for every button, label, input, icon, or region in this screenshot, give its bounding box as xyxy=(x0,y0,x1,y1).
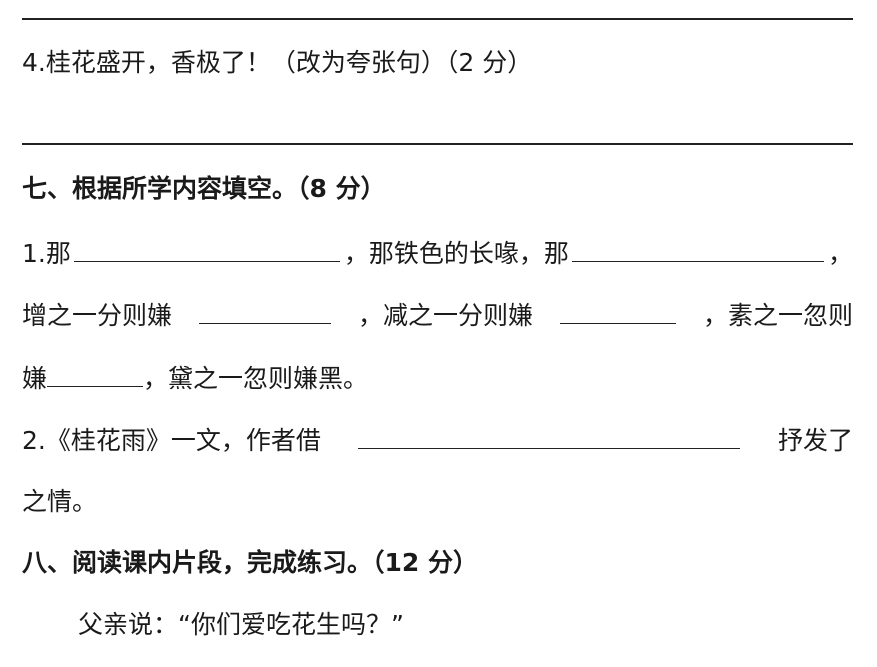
fill-item-1-prefix: 1.那 xyxy=(22,239,71,268)
section-8-heading: 八、阅读课内片段，完成练习。（12 分） xyxy=(22,546,478,580)
section-7-heading: 七、根据所学内容填空。（8 分） xyxy=(22,172,386,206)
fill-item-2-end: 之情。 xyxy=(22,487,98,516)
fill-item-2-line-2: 之情。 xyxy=(22,485,97,519)
passage-line-1: 父亲说：“你们爱吃花生吗？” xyxy=(78,608,404,642)
fill-item-1-end: ， xyxy=(827,239,853,268)
blank-2[interactable] xyxy=(572,235,825,262)
fill-item-1-text-b: ，减之一分则嫌 xyxy=(357,301,533,330)
fill-item-1-text-a: 增之一分则嫌 xyxy=(22,301,173,330)
passage-line-1-text: 父亲说：“你们爱吃花生吗？” xyxy=(78,610,404,639)
answer-line-question-4[interactable] xyxy=(22,143,853,145)
blank-3[interactable] xyxy=(199,297,331,324)
blank-6[interactable] xyxy=(358,422,741,449)
section-8-heading-text: 八、阅读课内片段，完成练习。（12 分） xyxy=(22,548,478,577)
fill-item-1-line-1: 1.那 ，那铁色的长喙，那 ， xyxy=(22,235,853,271)
fill-item-1-line-2: 增之一分则嫌 ，减之一分则嫌 ，素之一忽则 xyxy=(22,297,853,333)
blank-1[interactable] xyxy=(74,235,341,262)
question-4: 4.桂花盛开，香极了！（改为夸张句）（2 分） xyxy=(22,46,532,80)
section-7-heading-text: 七、根据所学内容填空。（8 分） xyxy=(22,174,386,203)
fill-item-1-text-e: ，黛之一忽则嫌黑。 xyxy=(143,364,369,393)
answer-line-top xyxy=(22,18,853,20)
blank-4[interactable] xyxy=(559,297,676,324)
fill-item-1-text-c: ，素之一忽则 xyxy=(702,301,853,330)
question-4-text: 4.桂花盛开，香极了！（改为夸张句）（2 分） xyxy=(22,48,533,77)
fill-item-1-middle: ，那铁色的长喙，那 xyxy=(343,239,569,268)
fill-item-2-prefix: 2.《桂花雨》一文，作者借 xyxy=(22,426,321,455)
fill-item-2-line-1: 2.《桂花雨》一文，作者借 抒发了 xyxy=(22,422,853,458)
fill-item-2-suffix: 抒发了 xyxy=(777,426,853,455)
fill-item-1-text-d: 嫌 xyxy=(22,364,48,393)
fill-item-1-line-3: 嫌 ，黛之一忽则嫌黑。 xyxy=(22,360,368,396)
blank-5[interactable] xyxy=(47,360,144,387)
